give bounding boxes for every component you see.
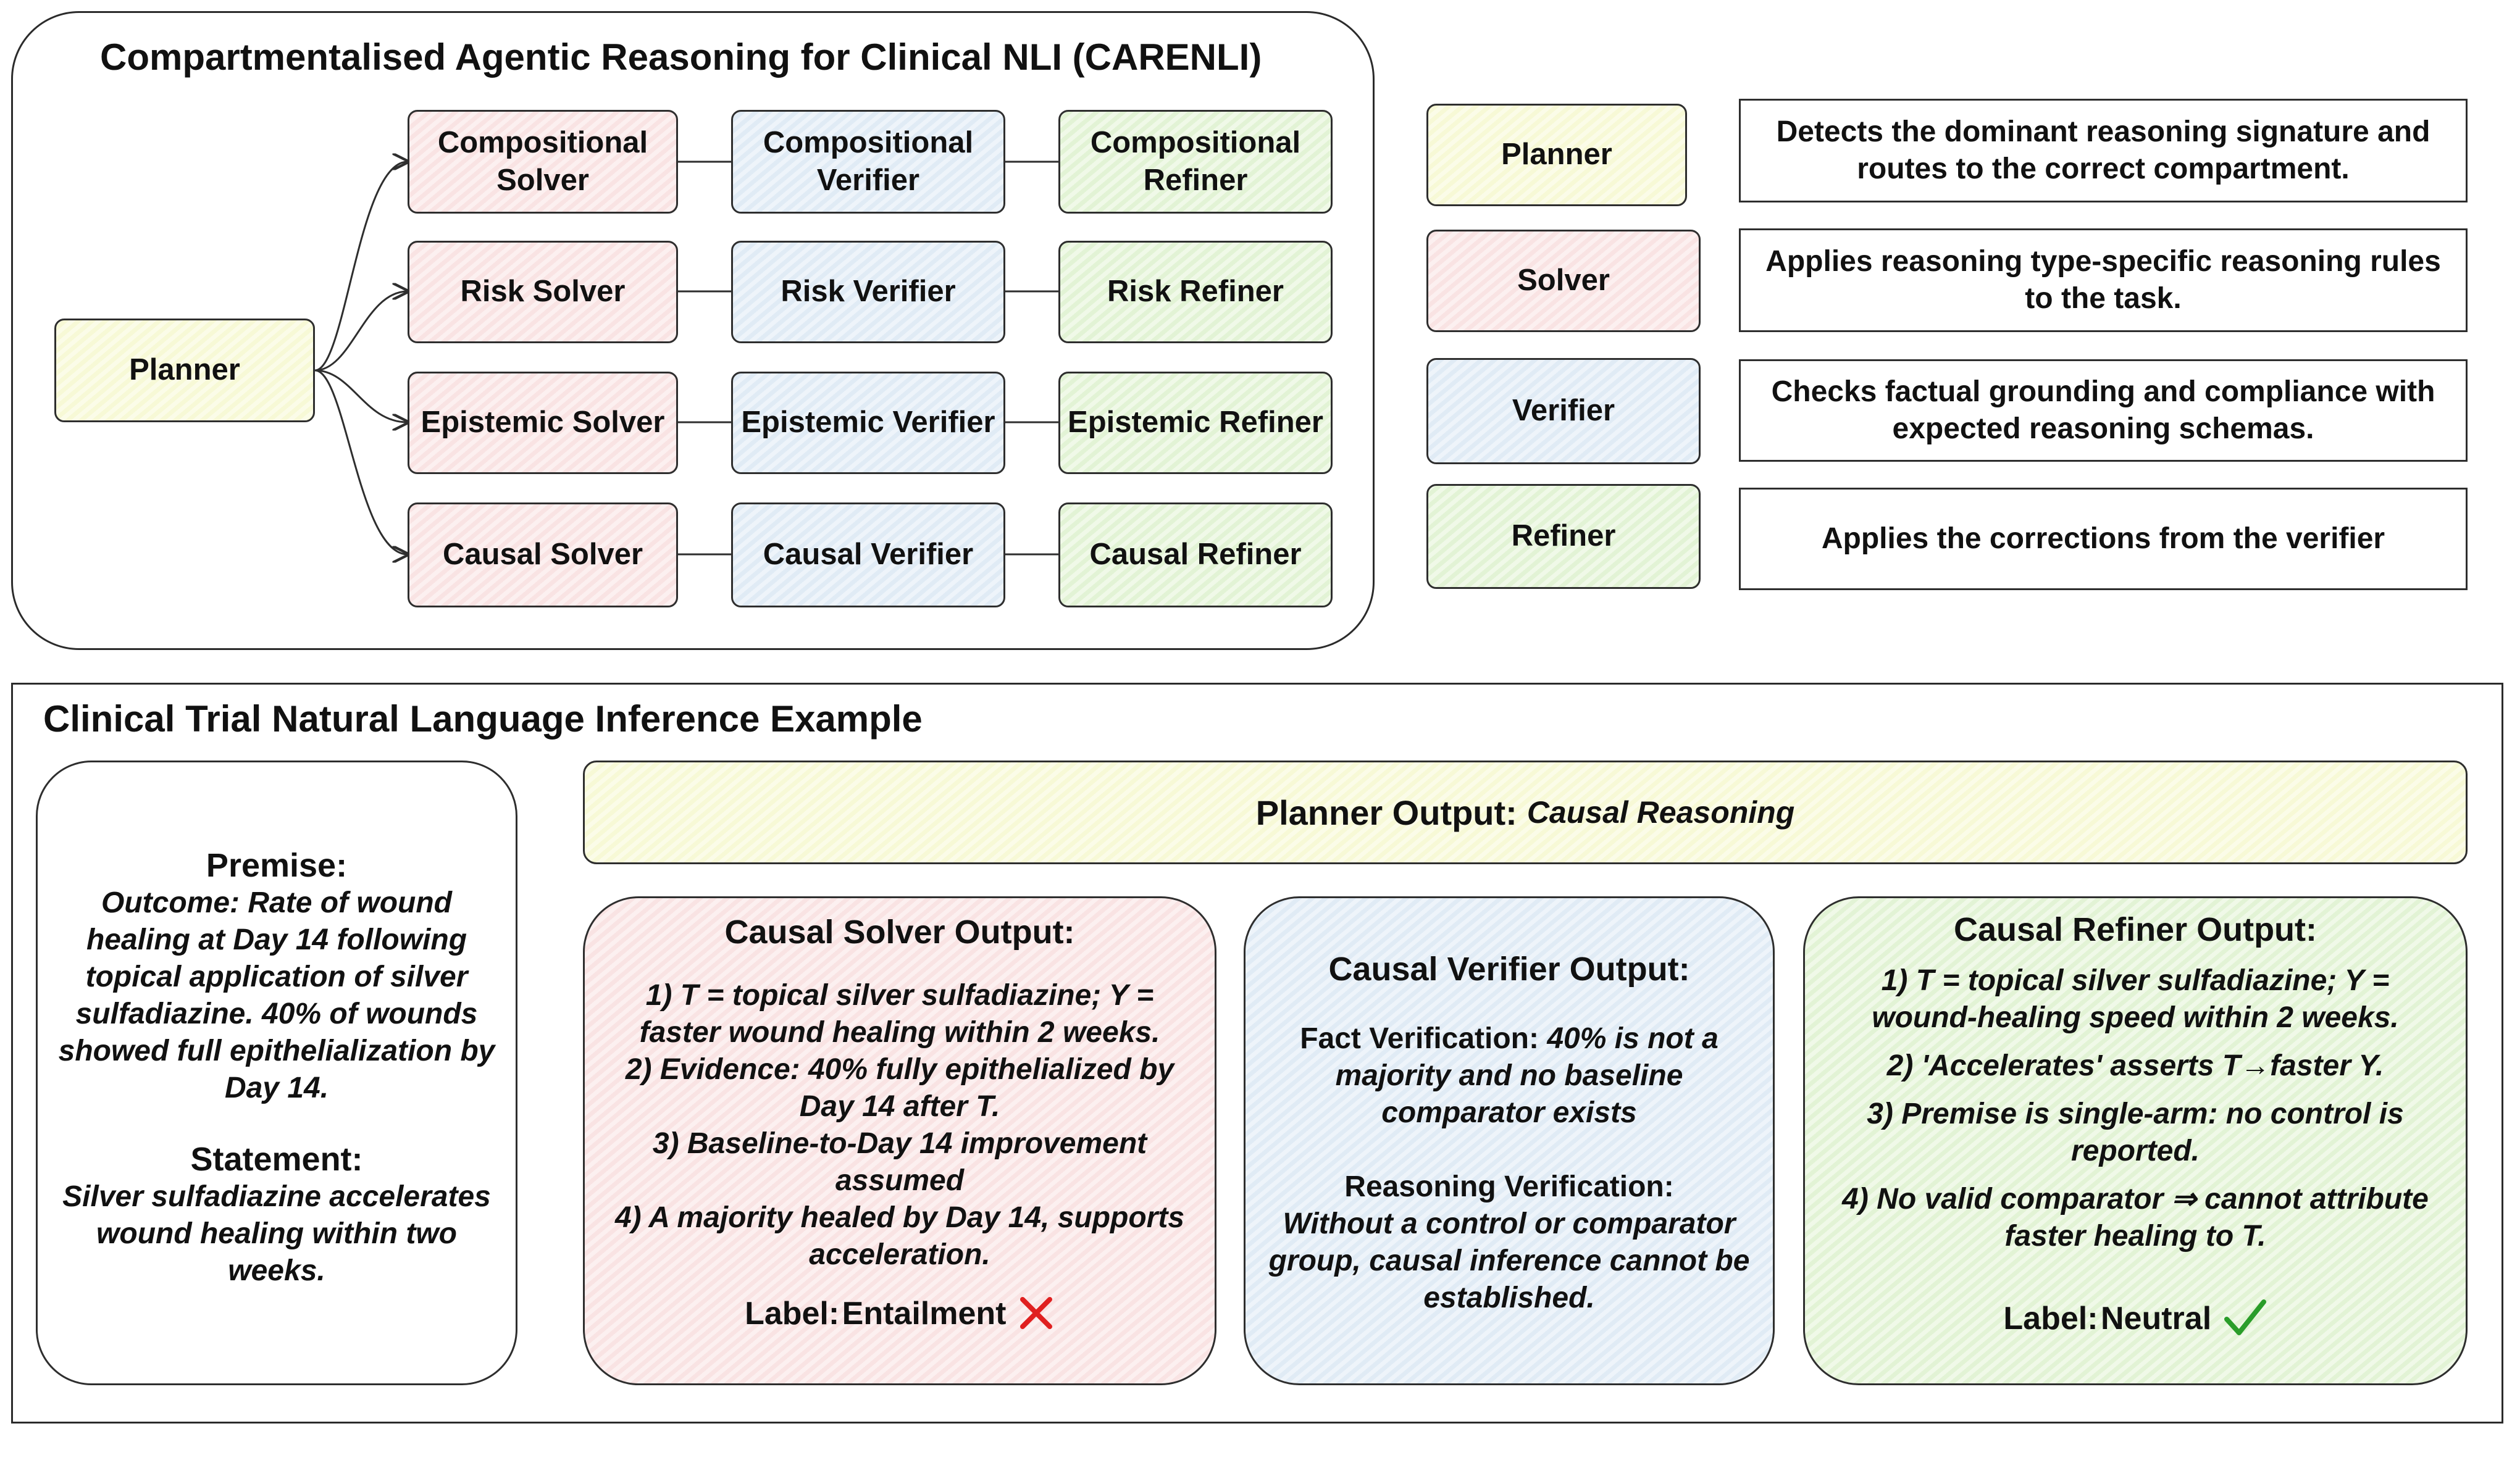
solver-point-2: 2) Evidence: 40% fully epithelialized by… [625, 1053, 1174, 1123]
refiner-point-4: 4) No valid comparator ⇒ cannot attribut… [1842, 1183, 2429, 1253]
premise-text: Outcome: Rate of wound healing at Day 14… [58, 886, 495, 1104]
planner-node: Planner [54, 319, 315, 422]
legend-solver-box: Solver [1426, 230, 1701, 332]
planner-output-bar: Planner Output: Causal Reasoning [583, 761, 2468, 864]
risk-verifier-node: Risk Verifier [731, 241, 1005, 343]
statement-text: Silver sulfadiazine accelerates wound he… [62, 1180, 491, 1287]
legend-refiner-box: Refiner [1426, 484, 1701, 589]
compositional-verifier-node: Compositional Verifier [731, 110, 1005, 214]
reasoning-verification-key: Reasoning Verification: [1344, 1170, 1674, 1203]
legend-solver-description: Applies reasoning type-specific reasonin… [1739, 228, 2468, 332]
legend-verifier-description: Checks factual grounding and compliance … [1739, 359, 2468, 462]
fact-verification-key: Fact Verification: [1300, 1022, 1539, 1055]
epistemic-refiner-node: Epistemic Refiner [1058, 372, 1333, 474]
planner-output-value: Causal Reasoning [1526, 795, 1795, 830]
refiner-output-heading: Causal Refiner Output: [1953, 911, 2317, 948]
solver-point-1: 1) T = topical silver sulfadiazine; Y = … [639, 979, 1160, 1049]
causal-refiner-node: Causal Refiner [1058, 502, 1333, 607]
refiner-point-3: 3) Premise is single-arm: no control is … [1867, 1098, 2404, 1167]
arrow-to-compositional [314, 162, 408, 372]
refiner-point-2: 2) 'Accelerates' asserts T→faster Y. [1886, 1049, 2384, 1082]
legend-refiner-description: Applies the corrections from the verifie… [1739, 488, 2468, 590]
causal-refiner-output-card: Causal Refiner Output: 1) T = topical si… [1803, 896, 2468, 1385]
solver-output-heading: Causal Solver Output: [724, 914, 1075, 951]
check-icon [2224, 1299, 2266, 1335]
causal-verifier-output-card: Causal Verifier Output: Fact Verificatio… [1244, 896, 1775, 1385]
refiner-label-key: Label: [2003, 1301, 2098, 1336]
solver-point-4: 4) A majority healed by Day 14, supports… [614, 1201, 1185, 1271]
planner-output-label: Planner Output: [1255, 793, 1517, 832]
compositional-solver-node: Compositional Solver [408, 110, 678, 214]
arrow-to-risk [314, 291, 408, 372]
fact-verification-text: 40% is not a majority and no baseline co… [1335, 1022, 1719, 1129]
architecture-title: Compartmentalised Agentic Reasoning for … [100, 36, 1262, 78]
epistemic-verifier-node: Epistemic Verifier [731, 372, 1005, 474]
causal-solver-output-card: Causal Solver Output: 1) T = topical sil… [583, 896, 1216, 1385]
legend-verifier-box: Verifier [1426, 358, 1701, 464]
solver-point-3: 3) Baseline-to-Day 14 improvement assume… [652, 1127, 1147, 1197]
risk-refiner-node: Risk Refiner [1058, 241, 1333, 343]
verifier-output-heading: Causal Verifier Output: [1328, 951, 1690, 988]
premise-heading: Premise: [206, 847, 348, 884]
arrow-to-causal [314, 369, 408, 554]
compositional-refiner-node: Compositional Refiner [1058, 110, 1333, 214]
legend-planner-description: Detects the dominant reasoning signature… [1739, 99, 2468, 202]
epistemic-solver-node: Epistemic Solver [408, 372, 678, 474]
solver-label-key: Label: [745, 1296, 840, 1332]
arrow-to-epistemic [314, 369, 408, 422]
reasoning-verification-text: Without a control or comparator group, c… [1268, 1207, 1750, 1314]
premise-statement-card: Premise: Outcome: Rate of wound healing … [36, 761, 517, 1385]
statement-heading: Statement: [190, 1141, 363, 1178]
causal-solver-node: Causal Solver [408, 502, 678, 607]
cross-icon [1019, 1297, 1052, 1329]
refiner-label-value: Neutral [2100, 1301, 2212, 1336]
causal-verifier-node: Causal Verifier [731, 502, 1005, 607]
risk-solver-node: Risk Solver [408, 241, 678, 343]
legend-planner-box: Planner [1426, 104, 1687, 206]
solver-label-value: Entailment [842, 1296, 1007, 1332]
example-title: Clinical Trial Natural Language Inferenc… [43, 698, 923, 740]
architecture-connectors [314, 0, 1058, 654]
refiner-point-1: 1) T = topical silver sulfadiazine; Y = … [1872, 964, 2399, 1034]
